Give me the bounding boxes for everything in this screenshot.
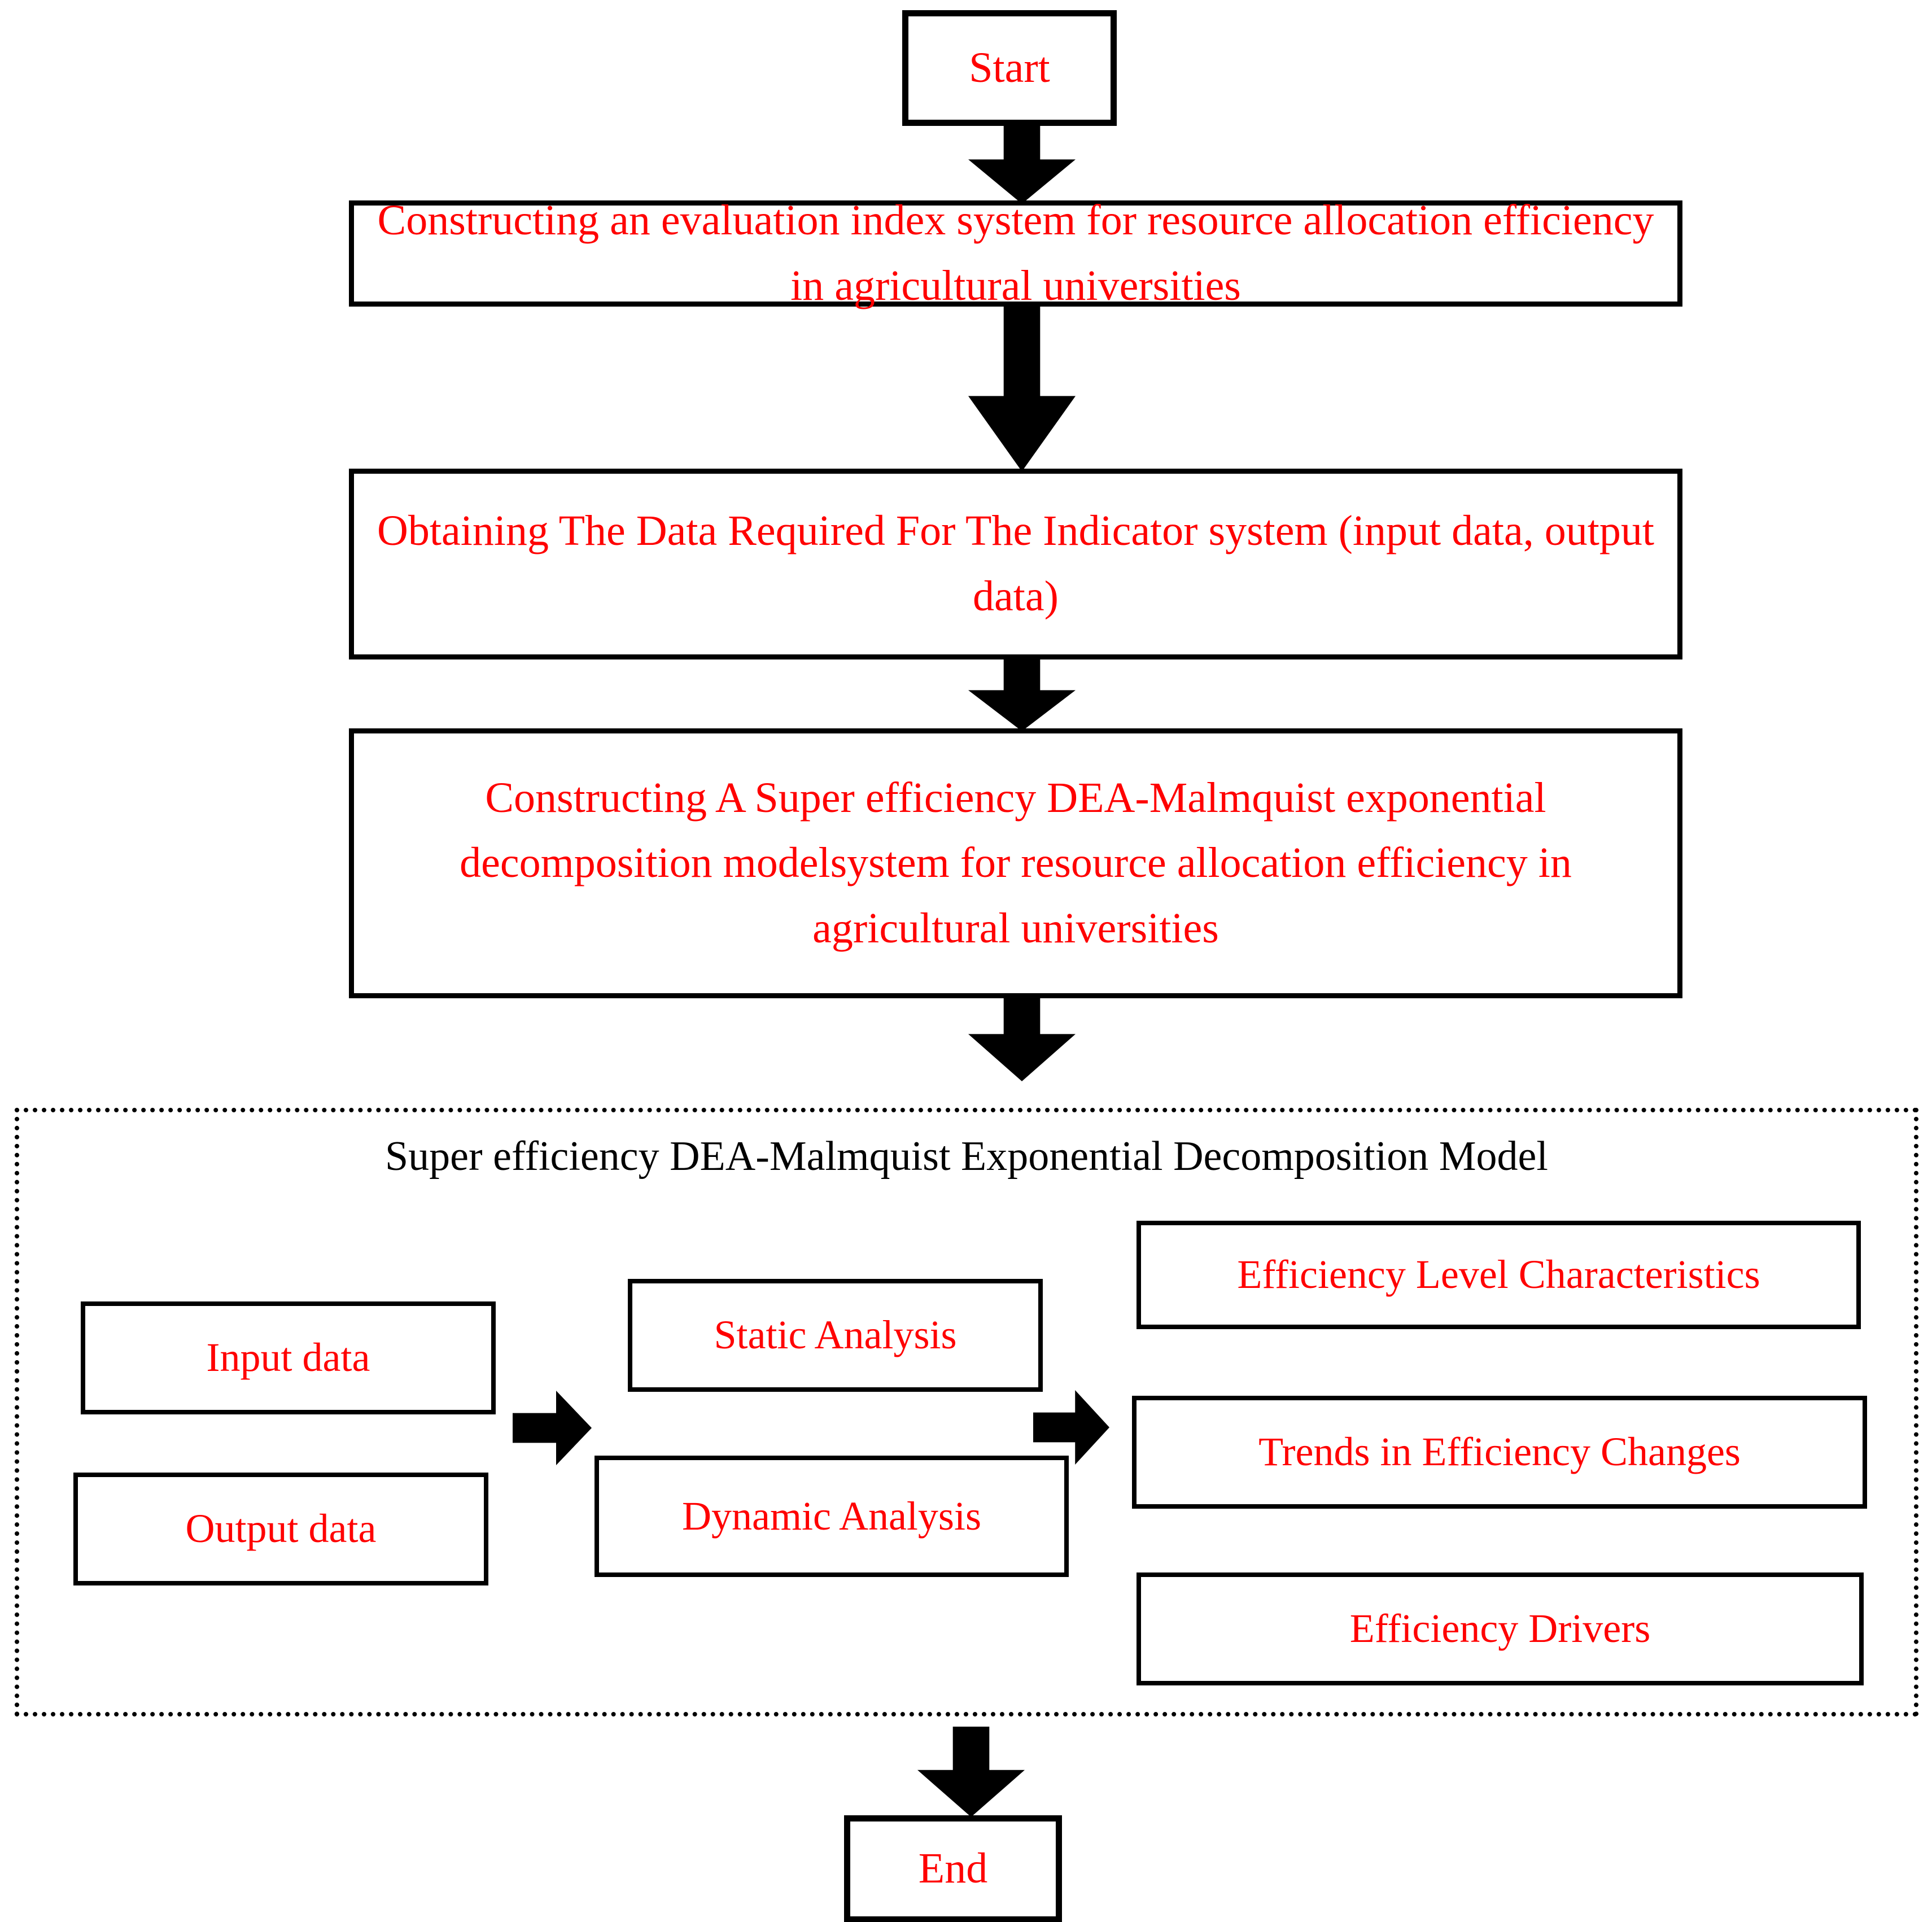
node-efficiency-drivers[interactable]: Efficiency Drivers [1137,1572,1864,1685]
arrow-process-3-to-model-group [968,995,1076,1081]
node-end-label: End [918,1845,988,1893]
node-output-data[interactable]: Output data [73,1473,488,1585]
node-static-analysis[interactable]: Static Analysis [628,1279,1043,1392]
node-trends-in-efficiency-changes[interactable]: Trends in Efficiency Changes [1132,1396,1867,1509]
node-input-data[interactable]: Input data [81,1301,496,1414]
node-process-construct-model-label: Constructing A Super efficiency DEA-Malm… [460,774,1572,952]
node-static-analysis-label: Static Analysis [714,1312,957,1358]
node-output-data-label: Output data [185,1506,377,1552]
arrow-start-to-process-1 [968,123,1076,204]
arrow-process-2-to-process-3 [968,657,1076,731]
model-group-title: Super efficiency DEA-Malmquist Exponenti… [385,1133,1548,1180]
node-end[interactable]: End [844,1815,1062,1922]
node-process-obtain-data[interactable]: Obtaining The Data Required For The Indi… [349,469,1682,659]
node-process-index-system-label: Constructing an evaluation index system … [377,196,1654,309]
arrow-process-1-to-process-2 [968,304,1076,471]
node-dynamic-analysis-label: Dynamic Analysis [682,1493,981,1539]
arrow-analyses-to-outcomes [1033,1390,1109,1465]
node-dynamic-analysis[interactable]: Dynamic Analysis [595,1456,1069,1577]
node-process-obtain-data-label: Obtaining The Data Required For The Indi… [377,507,1654,620]
node-start-label: Start [969,43,1050,91]
node-process-index-system[interactable]: Constructing an evaluation index system … [349,196,1682,309]
node-start[interactable]: Start [902,10,1117,126]
node-input-data-label: Input data [206,1335,370,1381]
node-trends-in-efficiency-changes-label: Trends in Efficiency Changes [1258,1429,1741,1475]
node-efficiency-level-characteristics-label: Efficiency Level Characteristics [1237,1252,1760,1298]
arrow-data-to-analyses [513,1391,592,1465]
arrow-model-group-to-end [917,1727,1025,1817]
node-efficiency-drivers-label: Efficiency Drivers [1349,1606,1651,1652]
node-efficiency-level-characteristics[interactable]: Efficiency Level Characteristics [1137,1221,1861,1329]
node-process-construct-model[interactable]: Constructing A Super efficiency DEA-Malm… [349,728,1682,998]
